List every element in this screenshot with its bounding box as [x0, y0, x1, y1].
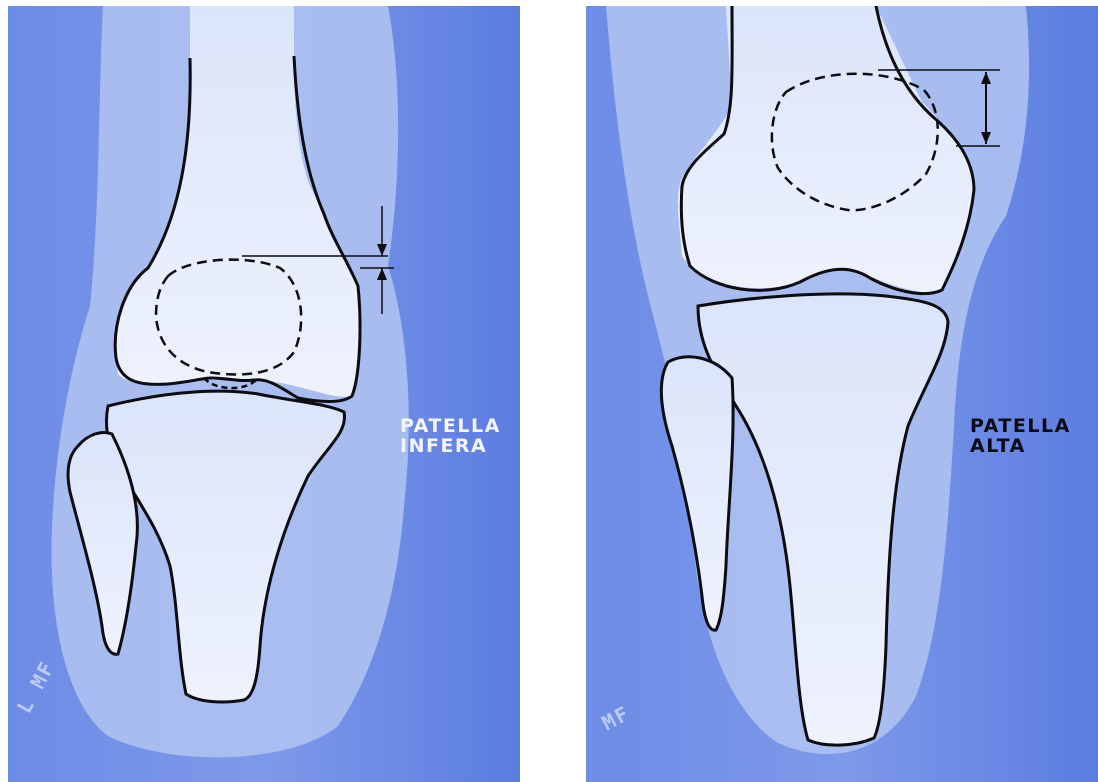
caption-line-1: PATELLA [400, 416, 501, 436]
caption-patella-infera: PATELLA INFERA [400, 416, 501, 456]
caption-line-2: ALTA [970, 436, 1071, 456]
caption-patella-alta: PATELLA ALTA [970, 416, 1071, 456]
knee-xray-right [586, 6, 1098, 782]
radiograph-patella-infera: L MF PATELLA INFERA [8, 6, 520, 782]
caption-line-1: PATELLA [970, 416, 1071, 436]
radiograph-patella-alta: MF PATELLA ALTA [586, 6, 1098, 782]
caption-line-2: INFERA [400, 436, 501, 456]
knee-xray-left [8, 6, 520, 782]
